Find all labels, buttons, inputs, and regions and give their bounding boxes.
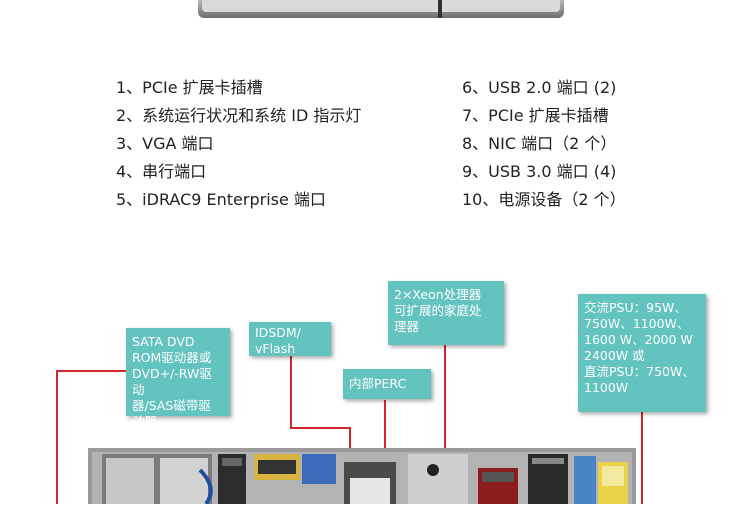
server-internals-graphic: [88, 448, 636, 506]
legend-item-6: 6、USB 2.0 端口 (2): [462, 78, 617, 97]
legend-item-8: 8、NIC 端口（2 个）: [462, 134, 617, 153]
legend-item-7: 7、PCIe 扩展卡插槽: [462, 106, 609, 125]
legend-item-9: 9、USB 3.0 端口 (4): [462, 162, 617, 181]
callout-cpu: 2×Xeon处理器 可扩展的家庭处 理器: [388, 281, 504, 345]
legend-item-10: 10、电源设备（2 个）: [462, 190, 626, 209]
legend-item-2: 2、系统运行状况和系统 ID 指示灯: [116, 106, 362, 125]
callout-psu: 交流PSU：95W、 750W、1100W、 1600 W、2000 W 240…: [578, 294, 706, 412]
legend-item-5: 5、iDRAC9 Enterprise 端口: [116, 190, 326, 209]
callout-internal-perc: 内部PERC: [343, 369, 431, 399]
leader-line-psu: [641, 412, 643, 504]
legend-item-3: 3、VGA 端口: [116, 134, 214, 153]
leader-line-idsdm-v: [290, 356, 292, 428]
leader-line-cpu: [444, 345, 446, 504]
leader-line-dvd-v: [56, 370, 58, 504]
callout-dvd-drive: SATA DVD ROM驱动器或 DVD+/-RW驱动 器/SAS磁带驱 动器: [126, 328, 230, 429]
server-front-partial: [198, 0, 564, 18]
legend-right-column: 6、USB 2.0 端口 (2) 7、PCIe 扩展卡插槽 8、NIC 端口（2…: [462, 74, 626, 214]
legend-item-1: 1、PCIe 扩展卡插槽: [116, 78, 263, 97]
leader-line-dvd-h: [56, 370, 126, 372]
legend-item-4: 4、串行端口: [116, 162, 207, 181]
legend-left-column: 1、PCIe 扩展卡插槽 2、系统运行状况和系统 ID 指示灯 3、VGA 端口…: [116, 74, 361, 214]
callout-idsdm: IDSDM/ vFlash: [249, 322, 331, 356]
leader-line-idsdm-h: [290, 427, 350, 429]
server-top-view: [88, 448, 636, 506]
